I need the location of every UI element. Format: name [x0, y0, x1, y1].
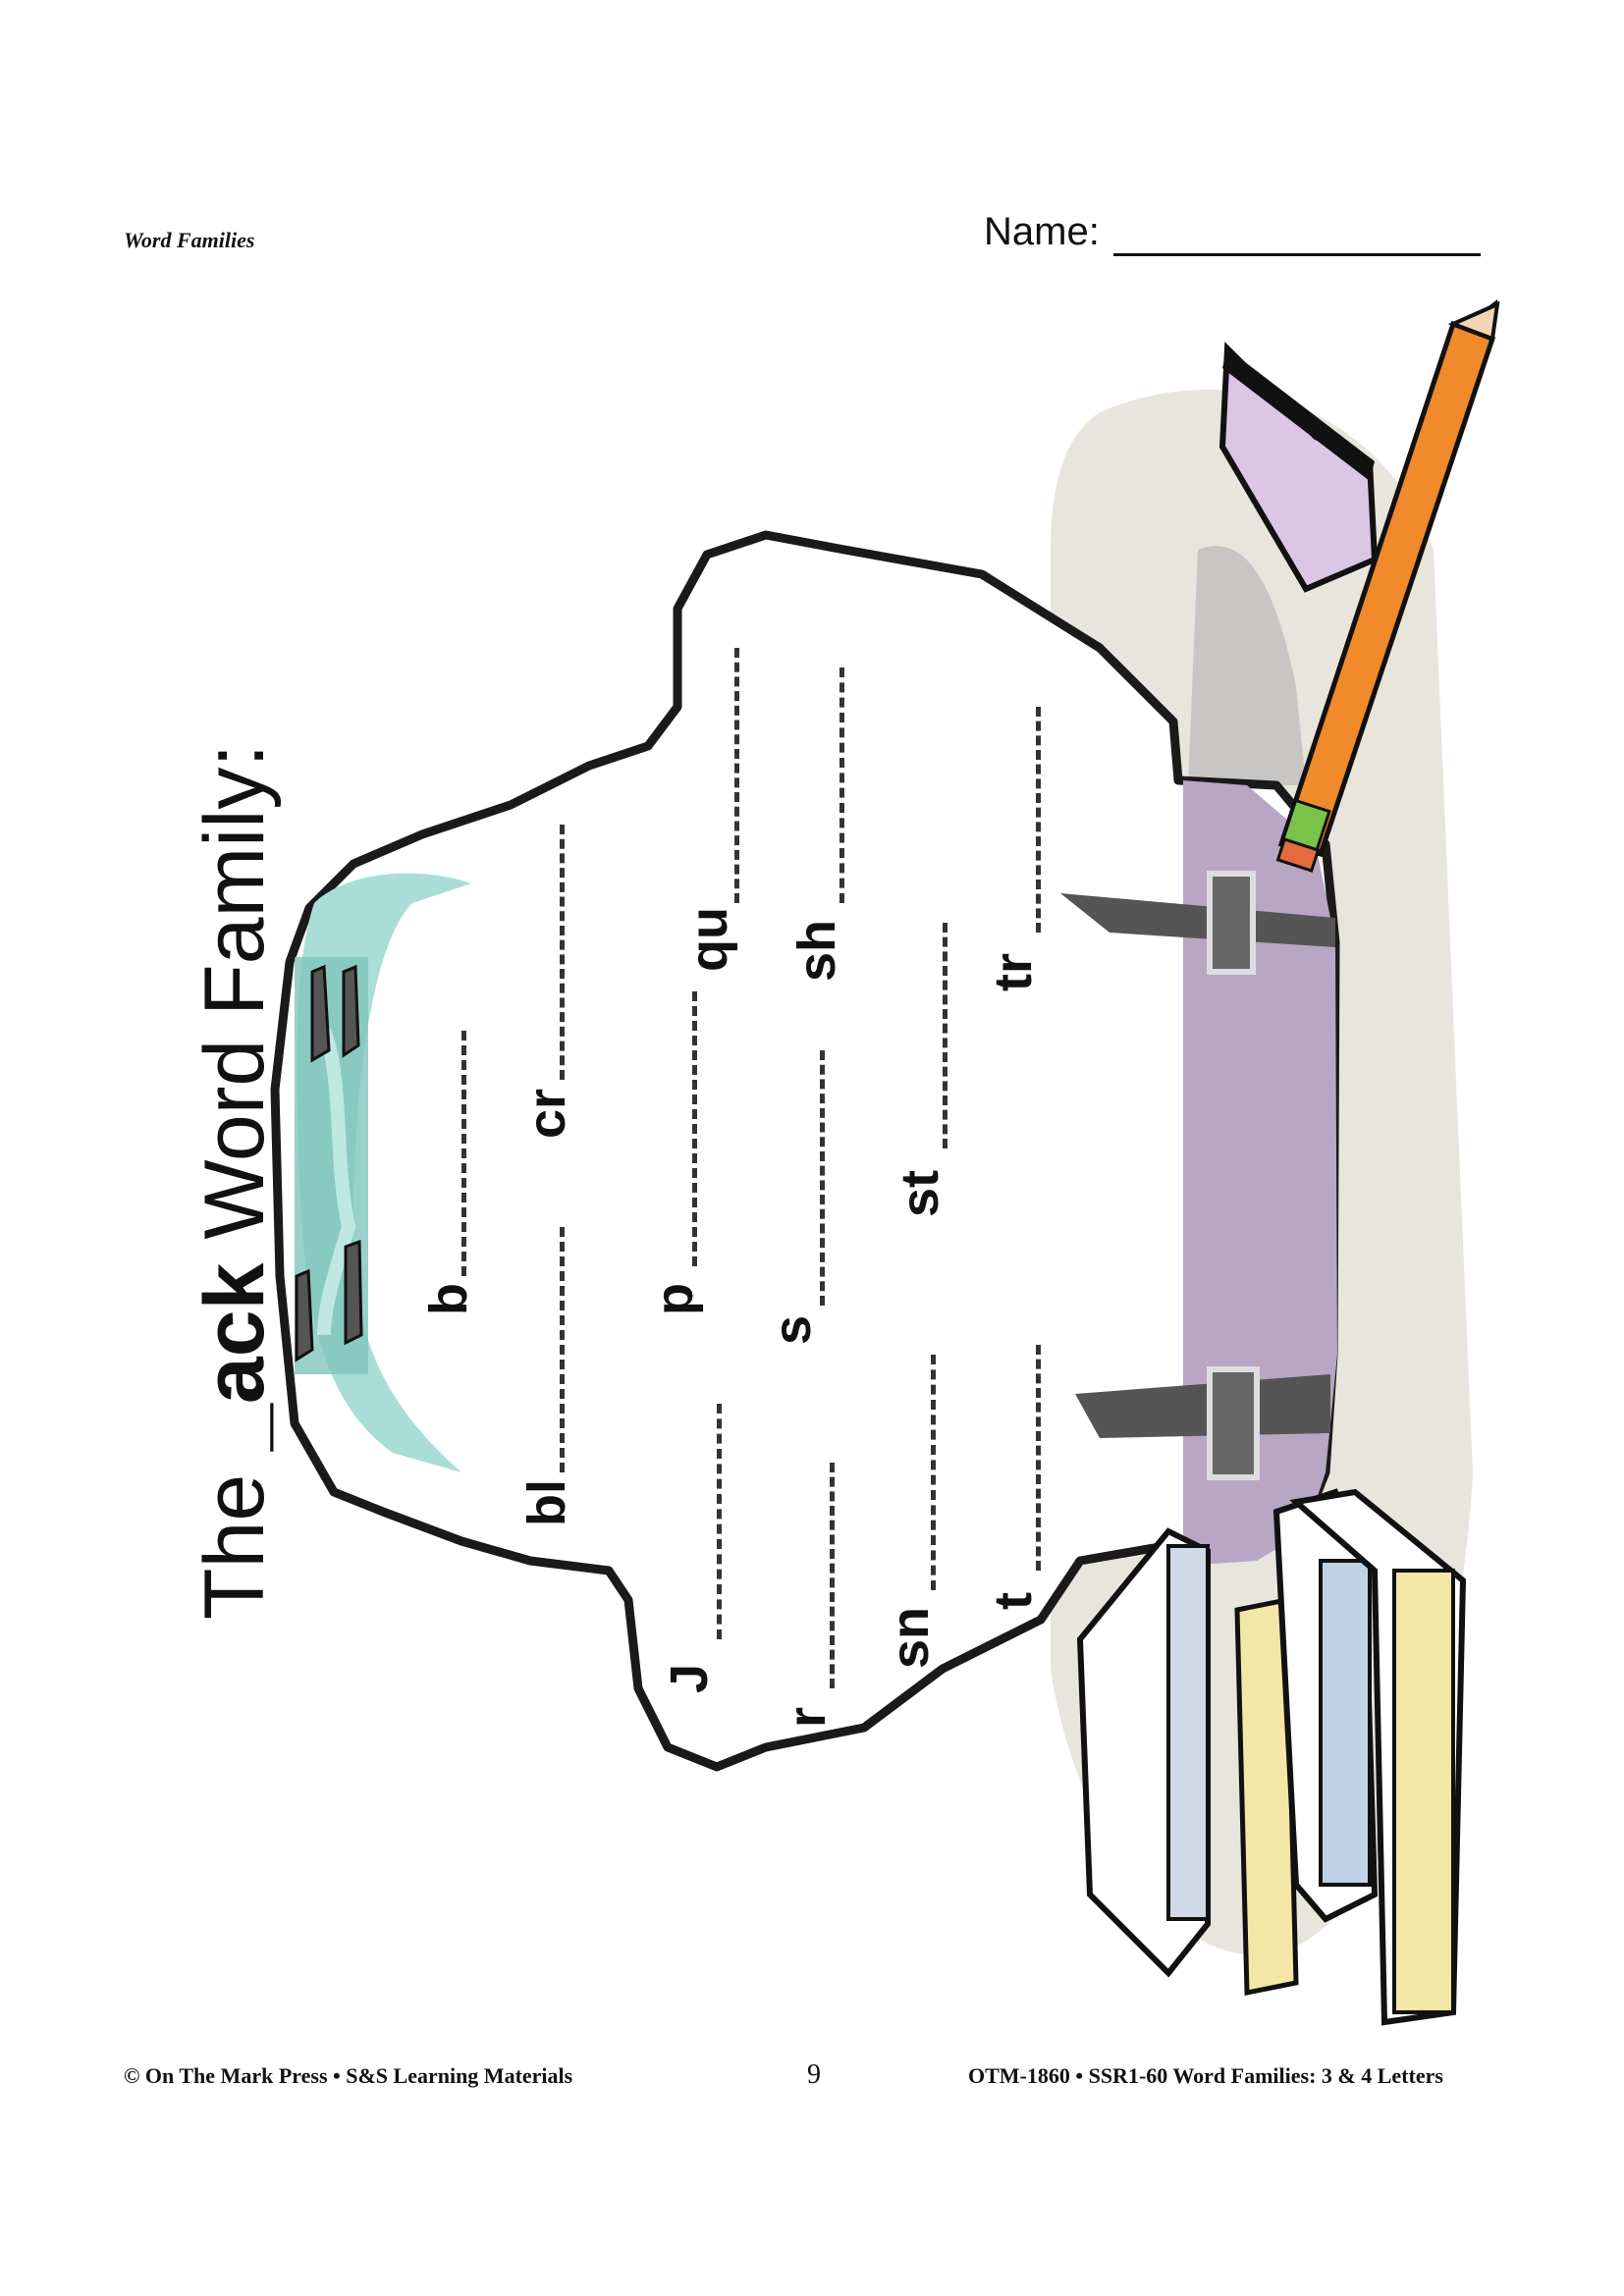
zipper-pull-1 [310, 964, 331, 1063]
book-3-pages [1319, 1559, 1372, 1887]
word-start-cr: cr [517, 1088, 576, 1139]
pencil-point [1489, 299, 1498, 306]
word-start-bl: bl [517, 1479, 576, 1526]
word-blank-tr[interactable] [1036, 707, 1041, 933]
word-start-s: s [763, 1314, 822, 1345]
word-start-j: J [660, 1663, 719, 1693]
pencil-tip [1447, 300, 1500, 342]
word-blank-b[interactable] [461, 1031, 466, 1276]
shadow-gray [1188, 546, 1306, 785]
word-start-b: b [419, 1283, 478, 1315]
title-rest: Word Family: [188, 743, 282, 1263]
page-title: The _ack Word Family: [188, 744, 282, 1620]
footer-product-code: OTM-1860 • SSR1-60 Word Families: 3 & 4 … [968, 2063, 1443, 2088]
word-blank-bl[interactable] [560, 1227, 565, 1472]
window-highlight [317, 1028, 356, 1336]
word-blank-r[interactable] [830, 1463, 835, 1688]
word-blank-p[interactable] [692, 991, 697, 1266]
zipper-pull-2 [342, 964, 360, 1058]
word-blank-qu[interactable] [734, 648, 739, 903]
word-start-tr: tr [984, 953, 1043, 991]
word-start-sn: sn [881, 1606, 940, 1669]
pencil-eraser-end [1275, 837, 1321, 873]
word-start-r: r [778, 1706, 837, 1728]
book-1-pages [1166, 1544, 1210, 1921]
word-start-st: st [891, 1169, 949, 1217]
name-line[interactable] [1113, 253, 1481, 256]
book-4-cover [1392, 1569, 1455, 2014]
word-start-sh: sh [787, 919, 846, 982]
zipper-pull-4 [344, 1239, 363, 1346]
buckle-bottom [1207, 1366, 1260, 1480]
word-blank-st[interactable] [943, 923, 947, 1148]
book-2 [1234, 1596, 1299, 1997]
word-blank-sh[interactable] [839, 667, 844, 903]
backpack-body [270, 530, 1340, 1772]
zipper-pull-3 [295, 1268, 314, 1362]
word-blank-cr[interactable] [560, 825, 565, 1080]
word-start-t: t [984, 1592, 1043, 1610]
strap-bottom [1075, 1374, 1330, 1438]
title-suffix: _ack [188, 1262, 282, 1451]
front-pocket [1183, 780, 1337, 1566]
word-blank-s[interactable] [820, 1050, 825, 1306]
word-blank-sn[interactable] [931, 1355, 936, 1590]
footer-publisher: © On The Mark Press • S&S Learning Mater… [124, 2063, 573, 2088]
word-blank-t[interactable] [1036, 1345, 1041, 1571]
word-start-qu: qu [679, 907, 738, 972]
word-blank-j[interactable] [717, 1404, 722, 1639]
word-start-p: p [645, 1283, 704, 1315]
header-label: Word Families [124, 228, 255, 252]
footer-page-number: 9 [807, 2059, 821, 2090]
name-label: Name: [984, 210, 1100, 253]
title-prefix: The [188, 1450, 282, 1620]
strap-top [1060, 893, 1335, 947]
buckle-top [1207, 871, 1256, 975]
eraser-top [1222, 348, 1375, 481]
